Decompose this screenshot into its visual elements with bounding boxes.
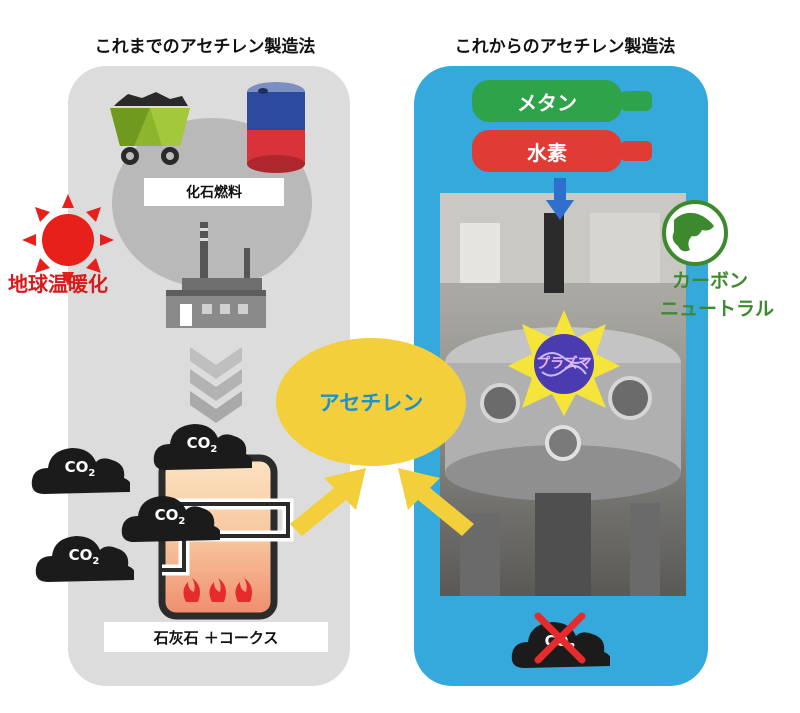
oil-drum-icon	[247, 82, 305, 173]
blue-arrow-icon	[546, 178, 574, 220]
globe-icon	[662, 200, 728, 266]
co2-text: CO2	[186, 434, 218, 455]
acetylene-bubble: アセチレン	[276, 338, 466, 466]
hydrogen-tank-neck	[620, 141, 652, 161]
co2-cloud-icon	[121, 496, 220, 542]
limestone-coke-label: 石灰石 ＋コークス	[104, 622, 328, 652]
hydrogen-label: 水素	[527, 140, 567, 165]
acetylene-label: アセチレン	[318, 391, 424, 415]
factory-icon	[166, 222, 266, 328]
co2-cloud-icon	[511, 622, 610, 668]
co2-cloud-icon	[153, 424, 252, 470]
co2-text: CO2	[154, 506, 186, 527]
yellow-arrow-icon	[398, 468, 474, 536]
global-warming-label: 地球温暖化	[8, 272, 108, 296]
carbon-neutral-label-2: ニュートラル	[660, 298, 775, 320]
left-title: これまでのアセチレン製造法	[94, 37, 316, 57]
plasma-label: プラズマ	[536, 356, 592, 372]
plasma-star-icon	[508, 310, 620, 416]
methane-tank-neck	[620, 91, 652, 111]
carbon-neutral-label-1: カーボン	[672, 270, 749, 292]
hydrogen-tank: 水素	[472, 130, 622, 172]
right-title: これからのアセチレン製造法	[454, 37, 676, 57]
co2-text: CO2	[68, 546, 100, 567]
methane-label: メタン	[517, 90, 577, 115]
down-arrow-icon	[190, 347, 242, 423]
coal-cart-icon	[110, 92, 190, 165]
yellow-arrow-icon	[290, 468, 366, 536]
co2-cloud-icon	[31, 448, 130, 494]
fossil-fuel-label: 化石燃料	[144, 178, 284, 206]
co2-text: CO2	[64, 458, 96, 479]
cross-icon	[534, 612, 586, 664]
sun-icon	[22, 194, 114, 286]
methane-tank: メタン	[472, 80, 622, 122]
co2-cloud-icon	[35, 536, 134, 582]
